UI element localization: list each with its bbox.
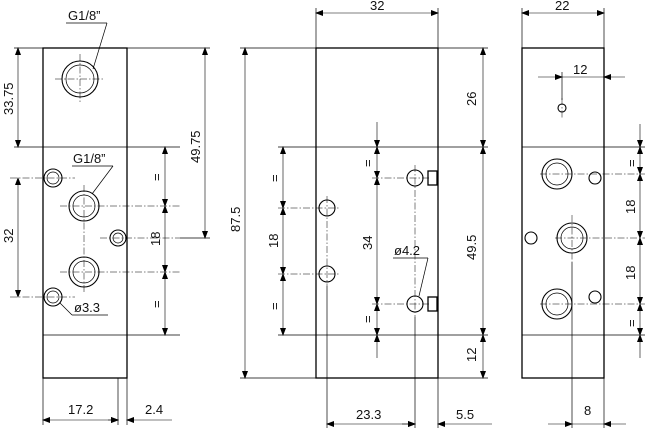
dim-18-side-a: 18 (623, 200, 638, 214)
front-tab-lower (427, 296, 438, 312)
dim-32-left: 32 (1, 229, 16, 243)
dim-eq-2: = (149, 300, 164, 308)
front-tab-upper (427, 170, 438, 186)
dim-18-front: 18 (266, 234, 281, 248)
label-g18-top: G1/8” (68, 8, 101, 23)
label-phi-3-3: ø3.3 (74, 300, 100, 315)
dim-12-front: 12 (464, 348, 479, 362)
right-view: 22 12 = 18 18 = 8 (521, 0, 645, 428)
dim-12-side: 12 (573, 62, 587, 77)
dim-eq-1: = (149, 173, 164, 181)
dim-26: 26 (464, 92, 479, 106)
label-phi-4-2: ø4.2 (394, 243, 420, 258)
dim-eq-3: = (267, 174, 282, 182)
left-view: 33.75 32 49.75 = 18 = 17.2 2.4 G1/8” G1/… (1, 8, 210, 425)
front-view: 32 87.5 = 18 = = 34 = 26 49.5 12 (228, 0, 492, 428)
dim-eq-4: = (267, 302, 282, 310)
dim-33-75: 33.75 (1, 82, 16, 115)
dim-32-top: 32 (370, 0, 384, 13)
side-hole-right-lower (588, 290, 602, 304)
dim-18-left: 18 (148, 232, 163, 246)
dim-eq-8: = (624, 319, 639, 327)
side-hole-left-middle (524, 231, 538, 245)
dim-18-side-b: 18 (623, 266, 638, 280)
dim-87-5: 87.5 (228, 207, 243, 232)
label-g18-mid: G1/8” (73, 151, 106, 166)
dim-eq-6: = (360, 315, 375, 323)
dim-eq-5: = (360, 159, 375, 167)
dim-49-5: 49.5 (464, 235, 479, 260)
dim-2-4: 2.4 (145, 402, 163, 417)
dim-5-5: 5.5 (456, 407, 474, 422)
dim-49-75: 49.75 (188, 130, 203, 163)
dim-eq-7: = (624, 159, 639, 167)
dim-22: 22 (555, 0, 569, 13)
port-hole-upper (68, 190, 100, 222)
dim-34: 34 (360, 236, 375, 250)
right-view-body (521, 47, 605, 379)
side-hole-right-upper (588, 171, 602, 185)
dim-17-2: 17.2 (68, 402, 93, 417)
dim-8: 8 (584, 403, 591, 418)
dim-23-3: 23.3 (356, 407, 381, 422)
